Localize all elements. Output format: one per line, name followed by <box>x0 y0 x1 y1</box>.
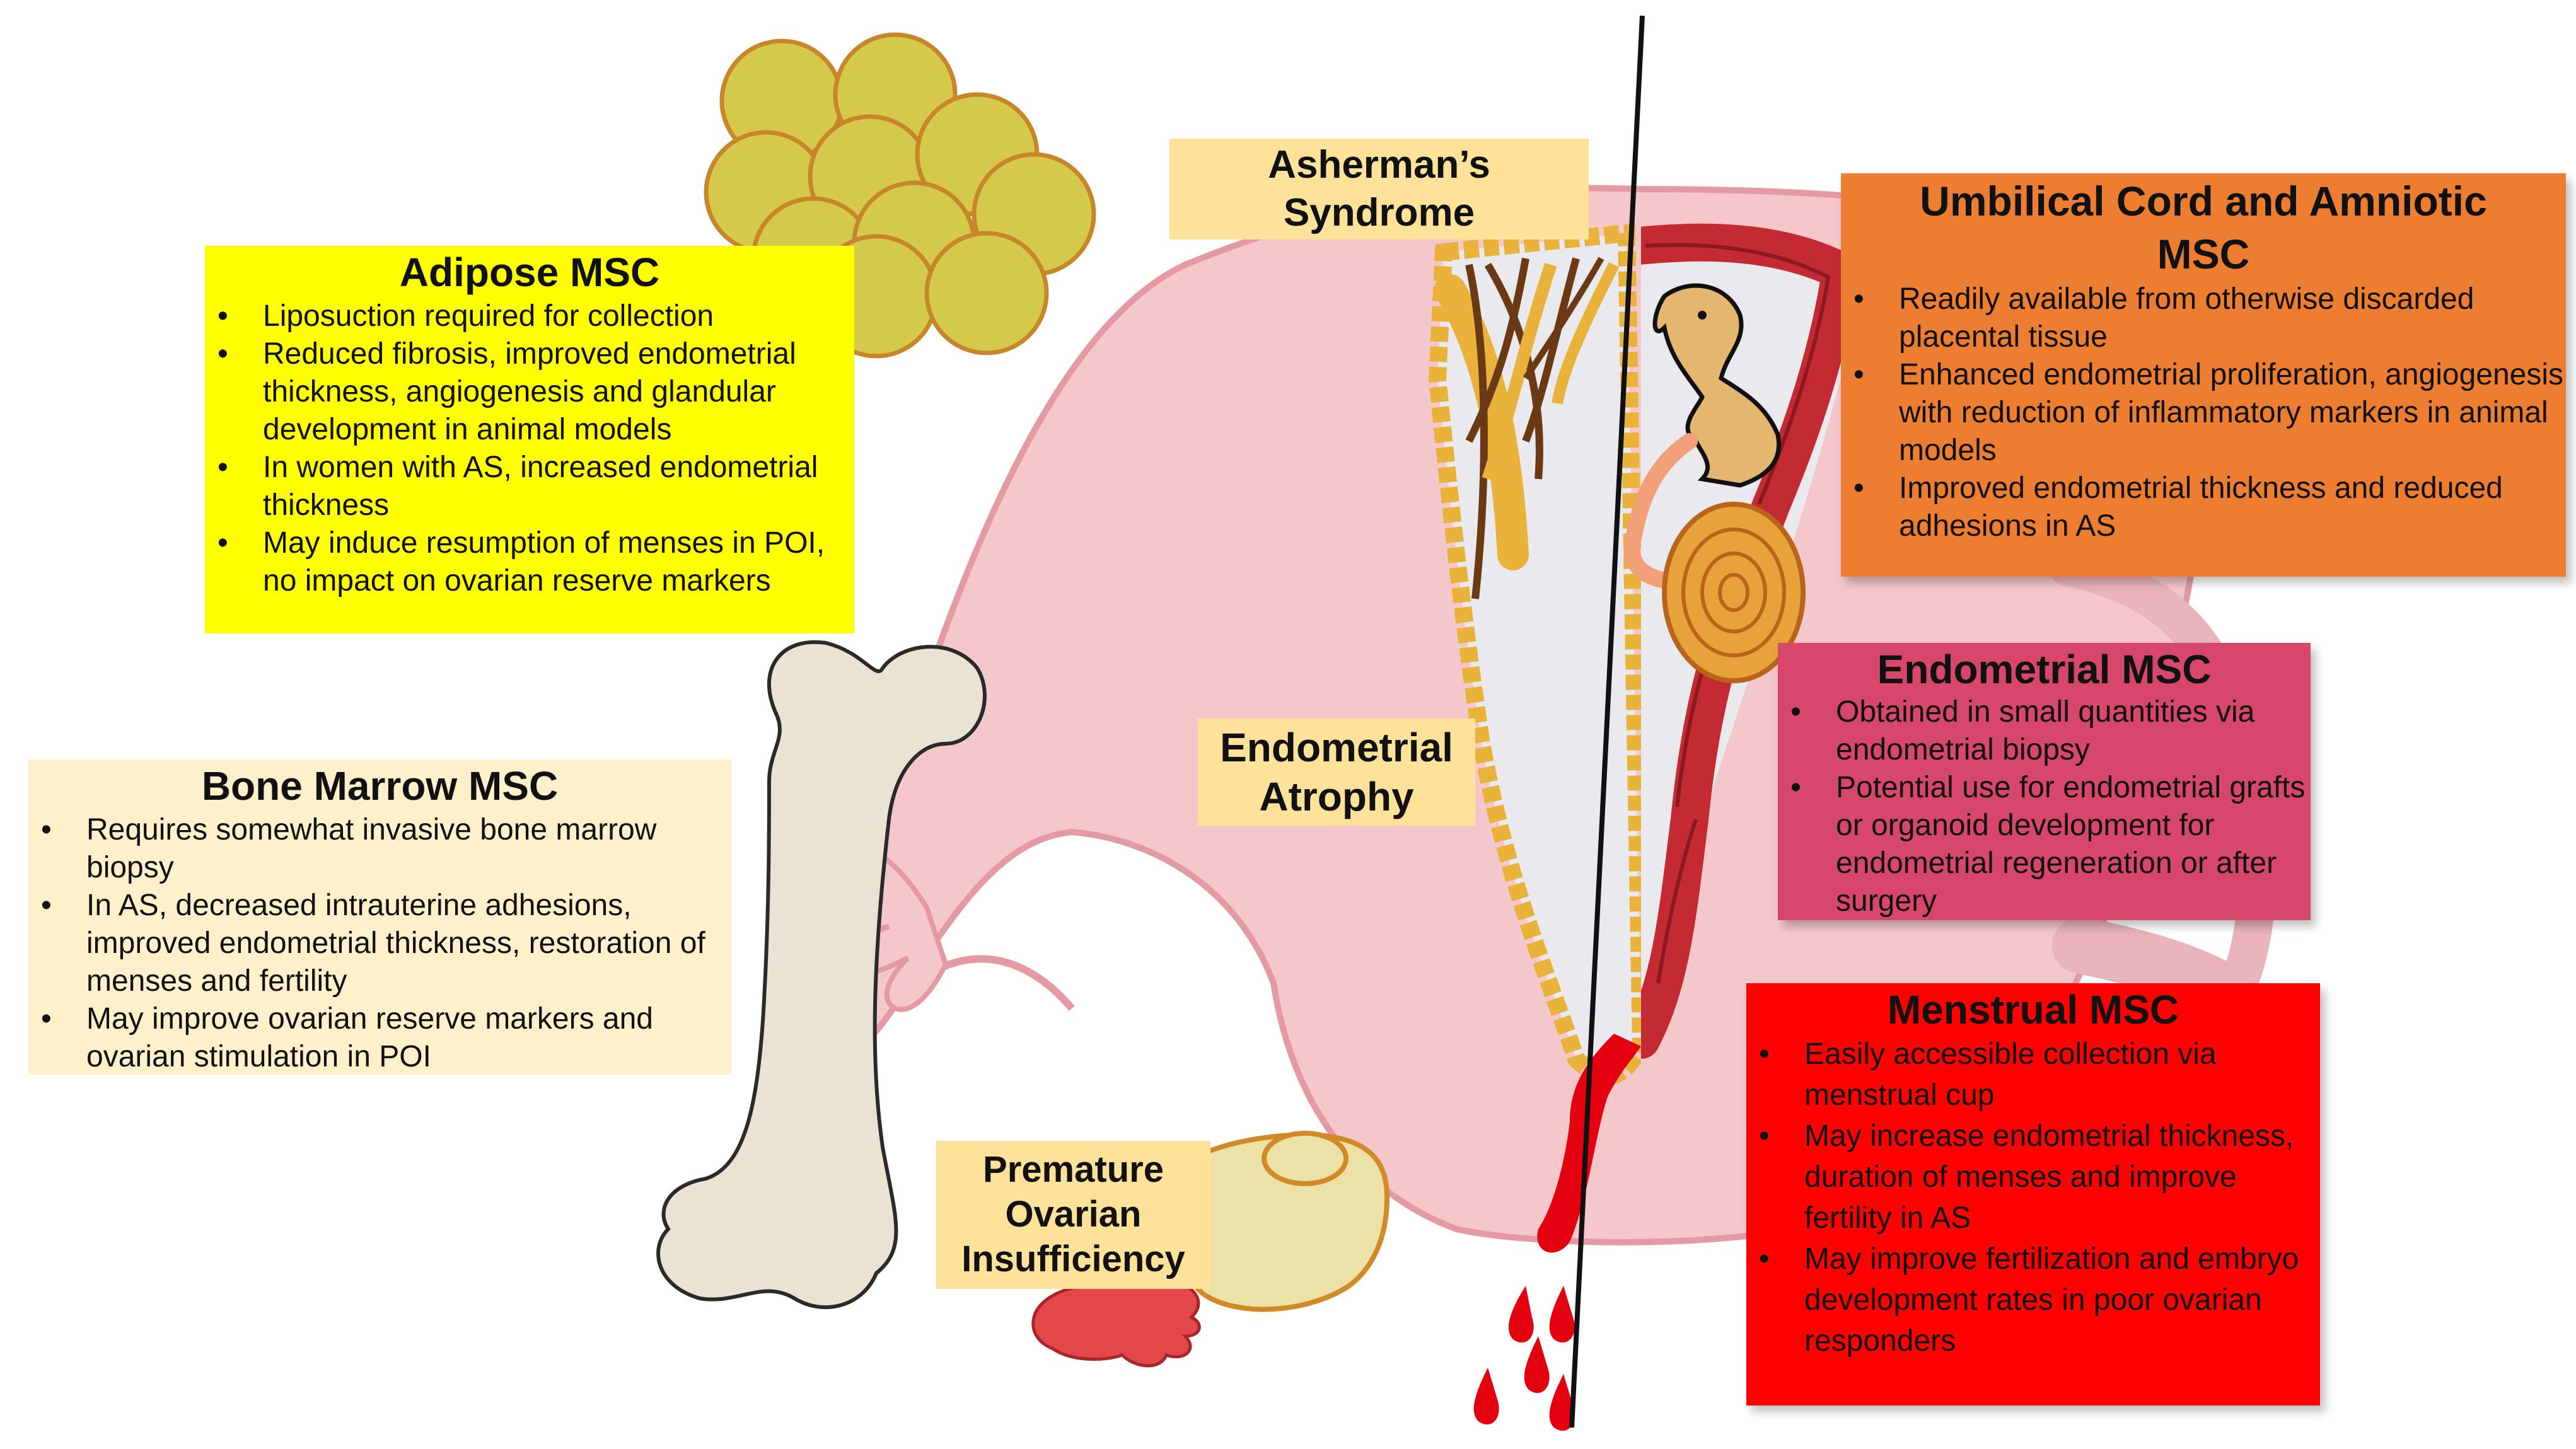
adipose-msc-item: May induce resumption of menses in POI, … <box>205 524 854 600</box>
menstrual-msc-item: May improve fertilization and embryo dev… <box>1746 1238 2320 1361</box>
endometrial-msc-box: Endometrial MSC Obtained in small quanti… <box>1778 643 2311 920</box>
adipose-msc-box: Adipose MSC Liposuction required for col… <box>205 246 854 633</box>
umbilical-cord-msc-box: Umbilical Cord and Amniotic MSC Readily … <box>1841 173 2566 577</box>
menstrual-msc-box: Menstrual MSC Easily accessible collecti… <box>1746 983 2320 1406</box>
umbilical-cord-msc-item: Enhanced endometrial proliferation, angi… <box>1841 356 2566 470</box>
umbilical-cord-msc-title: Umbilical Cord and Amniotic MSC <box>1920 178 2487 277</box>
umbilical-cord-msc-item: Readily available from otherwise discard… <box>1841 280 2566 356</box>
label-endometrial-atrophy: Endometrial Atrophy <box>1198 719 1475 826</box>
bone-marrow-msc-box: Bone Marrow MSC Requires somewhat invasi… <box>28 759 731 1075</box>
umbilical-cord-msc-list: Readily available from otherwise discard… <box>1841 280 2566 545</box>
adipose-msc-title: Adipose MSC <box>399 250 660 295</box>
menstrual-msc-list: Easily accessible collection via menstru… <box>1746 1034 2320 1361</box>
ovary-icon <box>1169 1131 1390 1312</box>
bone-marrow-msc-item: In AS, decreased intrauterine adhesions,… <box>28 887 731 1000</box>
bone-marrow-msc-item: Requires somewhat invasive bone marrow b… <box>28 811 731 887</box>
blood-drops-icon <box>1473 1286 1575 1431</box>
adipose-msc-item: Liposuction required for collection <box>205 297 854 335</box>
adipose-msc-item: Reduced fibrosis, improved endometrial t… <box>205 335 854 449</box>
endometrial-msc-title: Endometrial MSC <box>1877 647 2212 692</box>
red-fimbria-icon <box>1031 1274 1201 1368</box>
umbilical-cord-msc-item: Improved endometrial thickness and reduc… <box>1841 470 2566 545</box>
endometrial-msc-list: Obtained in small quantities via endomet… <box>1778 693 2311 920</box>
fetus-icon <box>1652 283 1781 488</box>
label-ashermans-syndrome-text: Asherman’s Syndrome <box>1268 143 1490 234</box>
adipose-msc-list: Liposuction required for collection Redu… <box>205 297 854 600</box>
label-endometrial-atrophy-text: Endometrial Atrophy <box>1220 724 1453 819</box>
menstrual-msc-item: Easily accessible collection via menstru… <box>1746 1034 2320 1116</box>
bone-icon <box>656 640 987 1309</box>
endometrial-msc-item: Potential use for endometrial grafts or … <box>1778 769 2311 920</box>
bone-marrow-msc-title: Bone Marrow MSC <box>201 763 559 809</box>
bone-marrow-msc-list: Requires somewhat invasive bone marrow b… <box>28 811 731 1076</box>
label-poi-text: Premature Ovarian Insufficiency <box>961 1149 1185 1279</box>
menstrual-msc-item: May increase endometrial thickness, dura… <box>1746 1116 2320 1238</box>
placenta-icon <box>1662 502 1806 683</box>
comparison-divider-line <box>1569 15 1645 1428</box>
bone-marrow-msc-item: May improve ovarian reserve markers and … <box>28 1000 731 1076</box>
label-ashermans-syndrome: Asherman’s Syndrome <box>1169 139 1589 240</box>
menstrual-msc-title: Menstrual MSC <box>1887 987 2179 1032</box>
label-premature-ovarian-insufficiency: Premature Ovarian Insufficiency <box>936 1141 1210 1289</box>
adipose-msc-item: In women with AS, increased endometrial … <box>205 449 854 524</box>
endometrial-msc-item: Obtained in small quantities via endomet… <box>1778 693 2311 769</box>
menstrual-blood-flow <box>1537 1034 1641 1253</box>
